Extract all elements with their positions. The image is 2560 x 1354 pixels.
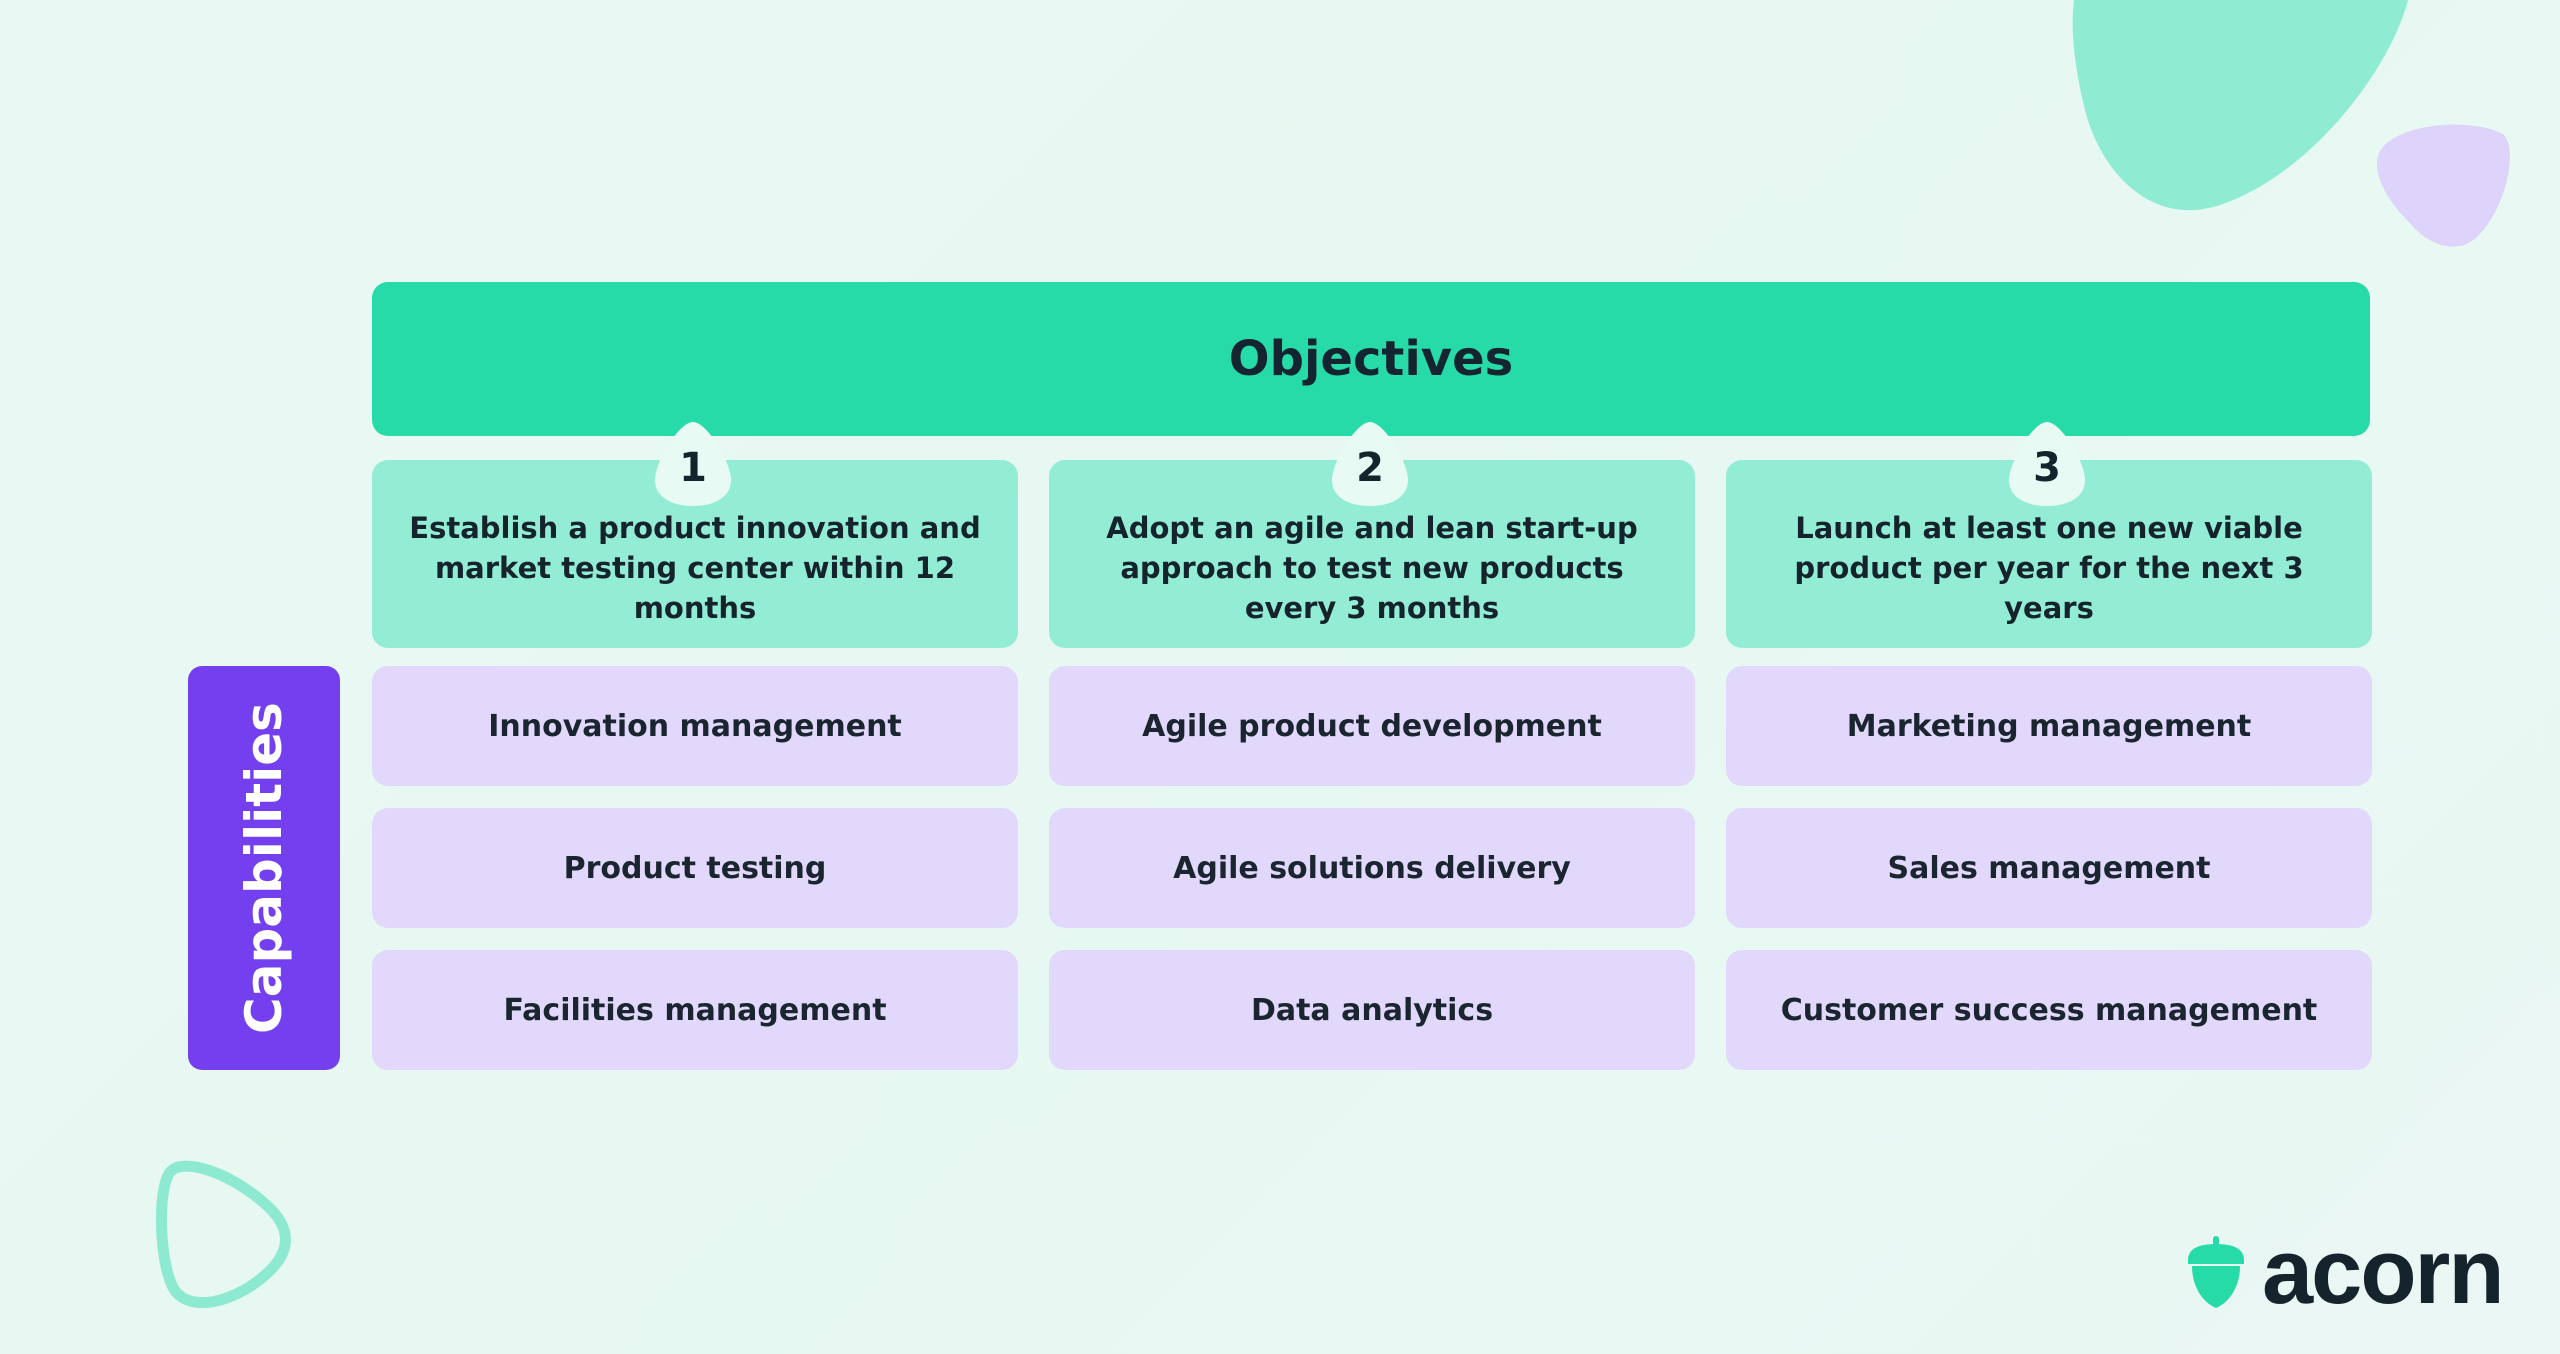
objectives-header: Objectives bbox=[372, 282, 2370, 436]
capabilities-label-text: Capabilities bbox=[235, 702, 294, 1034]
objective-number-2: 2 bbox=[1356, 445, 1384, 491]
lavender-blob-decoration bbox=[2377, 124, 2510, 247]
objective-number-badge-3: 3 bbox=[2005, 418, 2089, 508]
capability-cell: Innovation management bbox=[372, 666, 1018, 786]
objective-number-badge-1: 1 bbox=[651, 418, 735, 508]
capability-cell: Sales management bbox=[1726, 808, 2372, 928]
capability-cell: Agile product development bbox=[1049, 666, 1695, 786]
objective-number-3: 3 bbox=[2033, 445, 2061, 491]
capability-cell: Data analytics bbox=[1049, 950, 1695, 1070]
objective-number-1: 1 bbox=[679, 445, 707, 491]
acorn-icon bbox=[2188, 1236, 2244, 1308]
capability-cell: Marketing management bbox=[1726, 666, 2372, 786]
capability-cell: Product testing bbox=[372, 808, 1018, 928]
objective-card-3: Launch at least one new viable product p… bbox=[1726, 460, 2372, 648]
mint-blob-decoration bbox=[2072, 0, 2408, 211]
acorn-logo: acorn bbox=[2184, 1221, 2505, 1323]
capability-cell: Customer success management bbox=[1726, 950, 2372, 1070]
capabilities-label: Capabilities bbox=[188, 666, 340, 1070]
objective-number-badge-2: 2 bbox=[1328, 418, 1412, 508]
triangle-outline-decoration bbox=[155, 1160, 291, 1309]
capability-cell: Agile solutions delivery bbox=[1049, 808, 1695, 928]
capability-cell: Facilities management bbox=[372, 950, 1018, 1070]
acorn-wordmark: acorn bbox=[2262, 1221, 2505, 1323]
